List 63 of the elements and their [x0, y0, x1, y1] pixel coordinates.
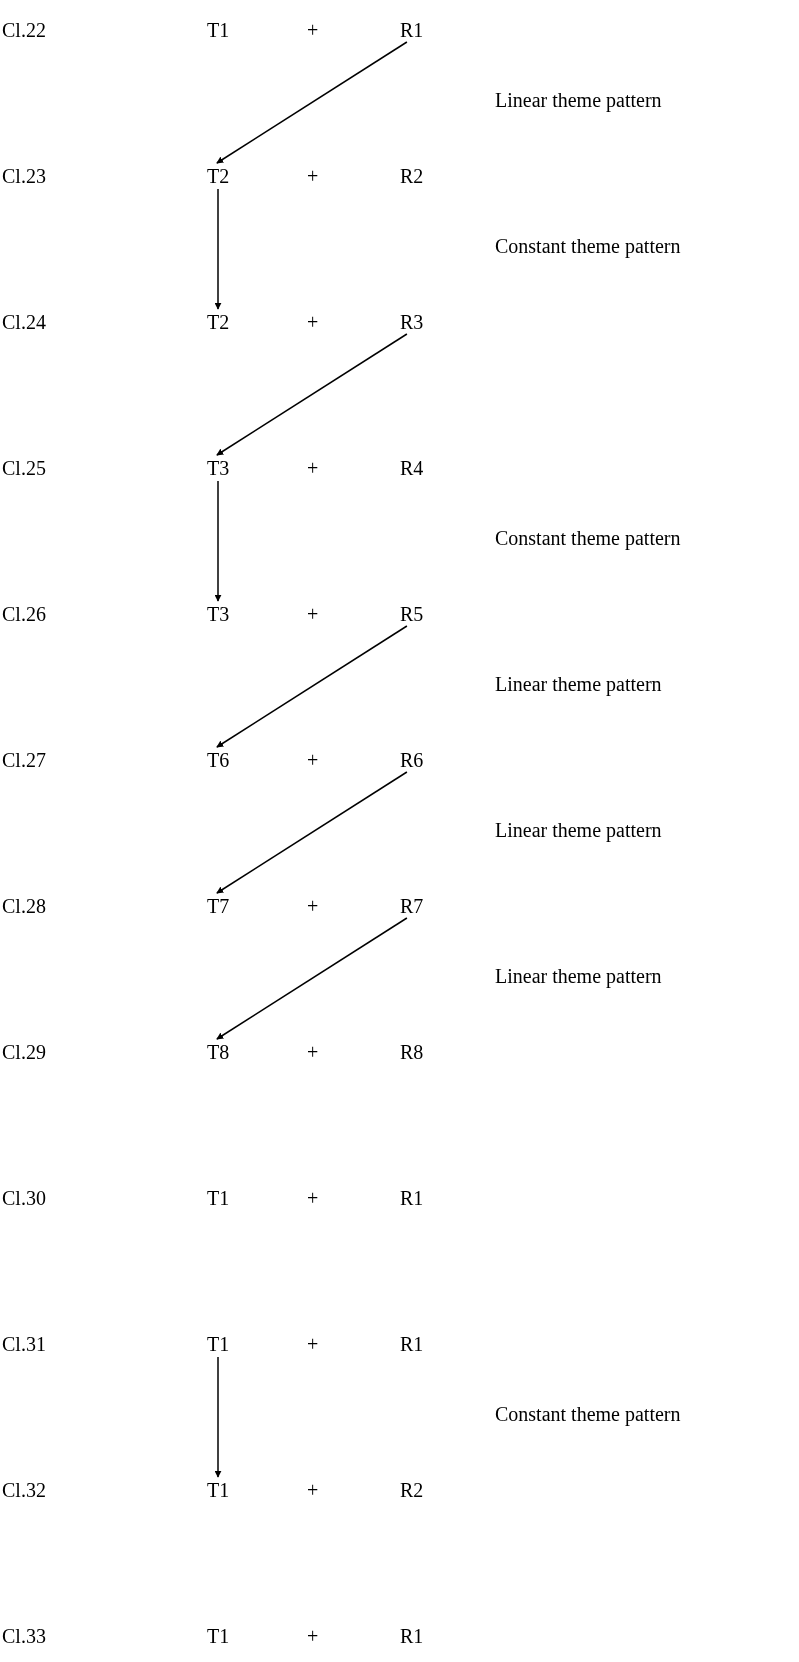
plus-sign: +: [307, 1187, 319, 1209]
rheme-label: R8: [400, 1041, 424, 1063]
pattern-label: Linear theme pattern: [495, 819, 662, 841]
rheme-label: R5: [400, 603, 424, 625]
clause-number: Cl.24: [2, 311, 46, 333]
theme-label: T3: [207, 457, 230, 479]
theme-label: T6: [207, 749, 230, 771]
plus-sign: +: [307, 457, 319, 479]
theme-label: T1: [207, 1479, 230, 1501]
rheme-label: R2: [400, 1479, 424, 1501]
clause-number: Cl.31: [2, 1333, 46, 1355]
arrow: [214, 480, 222, 602]
rheme-label: R2: [400, 165, 424, 187]
clause-number: Cl.33: [2, 1625, 46, 1647]
pattern-label: Constant theme pattern: [495, 235, 681, 257]
rheme-label: R6: [400, 749, 424, 771]
plus-sign: +: [307, 749, 319, 771]
rheme-label: R4: [400, 457, 424, 479]
plus-sign: +: [307, 311, 319, 333]
clause-number: Cl.22: [2, 19, 46, 41]
pattern-label: Linear theme pattern: [495, 89, 662, 111]
clause-number: Cl.30: [2, 1187, 46, 1209]
plus-sign: +: [307, 1041, 319, 1063]
clause-number: Cl.32: [2, 1479, 46, 1501]
arrow: [216, 41, 408, 164]
theme-label: T1: [207, 1333, 230, 1355]
clause-number: Cl.25: [2, 457, 46, 479]
theme-label: T1: [207, 19, 230, 41]
theme-label: T7: [207, 895, 230, 917]
plus-sign: +: [307, 895, 319, 917]
pattern-label: Linear theme pattern: [495, 673, 662, 695]
theme-label: T3: [207, 603, 230, 625]
clause-number: Cl.28: [2, 895, 46, 917]
pattern-label: Constant theme pattern: [495, 527, 681, 549]
arrow: [214, 188, 222, 310]
pattern-label: Linear theme pattern: [495, 965, 662, 987]
arrow: [216, 333, 408, 456]
rheme-label: R1: [400, 19, 424, 41]
plus-sign: +: [307, 1333, 319, 1355]
rheme-label: R7: [400, 895, 424, 917]
rheme-label: R1: [400, 1625, 424, 1647]
theme-label: T1: [207, 1625, 230, 1647]
theme-label: T2: [207, 311, 230, 333]
theme-label: T2: [207, 165, 230, 187]
arrow: [216, 917, 408, 1040]
rheme-label: R3: [400, 311, 424, 333]
rheme-label: R1: [400, 1187, 424, 1209]
plus-sign: +: [307, 1479, 319, 1501]
plus-sign: +: [307, 165, 319, 187]
clause-number: Cl.27: [2, 749, 46, 771]
arrow: [214, 1356, 222, 1478]
arrow: [216, 625, 408, 748]
plus-sign: +: [307, 603, 319, 625]
plus-sign: +: [307, 1625, 319, 1647]
rheme-label: R1: [400, 1333, 424, 1355]
clause-number: Cl.29: [2, 1041, 46, 1063]
theme-label: T1: [207, 1187, 230, 1209]
arrow: [216, 771, 408, 894]
plus-sign: +: [307, 19, 319, 41]
theme-label: T8: [207, 1041, 230, 1063]
clause-number: Cl.26: [2, 603, 46, 625]
pattern-label: Constant theme pattern: [495, 1403, 681, 1425]
clause-number: Cl.23: [2, 165, 46, 187]
